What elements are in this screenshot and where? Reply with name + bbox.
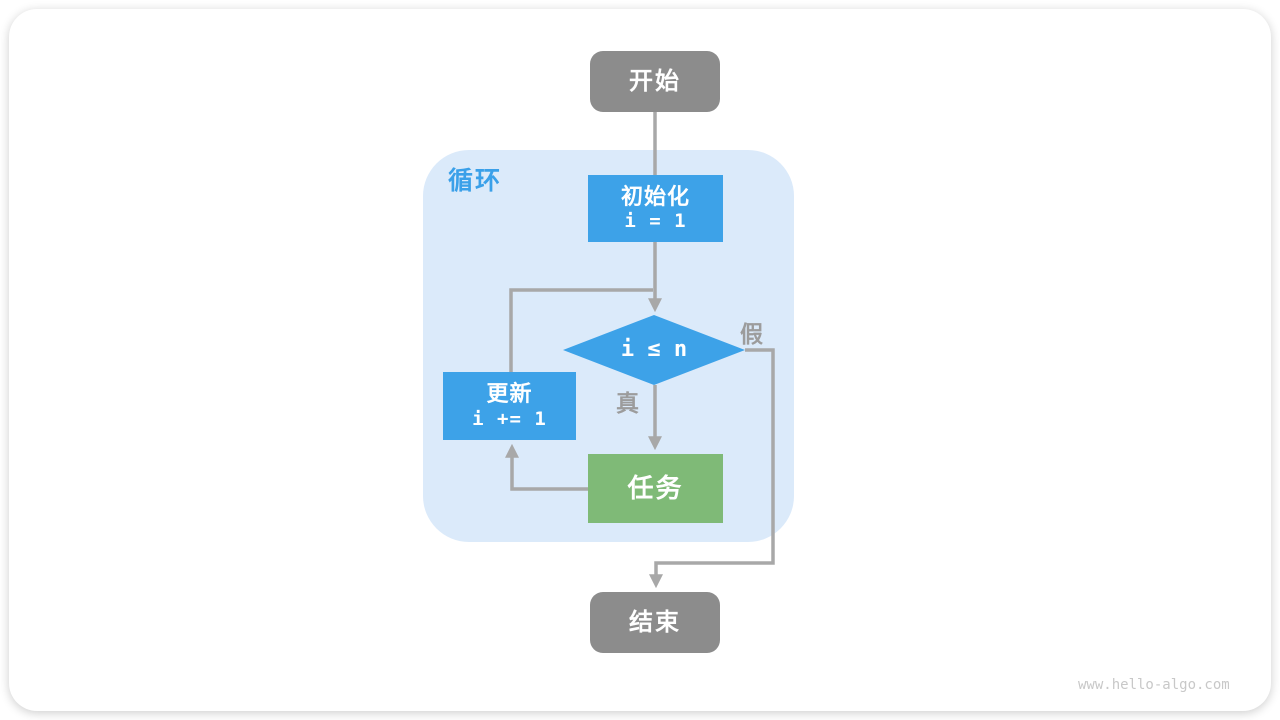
node-start-label: 开始: [629, 67, 681, 95]
loop-container-label: 循环: [448, 167, 503, 195]
node-task-label: 任务: [627, 473, 684, 504]
node-update: 更新 i += 1: [443, 372, 576, 440]
edge-label-false: 假: [740, 321, 763, 347]
node-update-code: i += 1: [472, 407, 547, 430]
watermark-url: www.hello-algo.com: [1078, 677, 1230, 693]
node-end-label: 结束: [629, 608, 681, 636]
node-initialize-code: i = 1: [624, 210, 687, 233]
node-start: 开始: [590, 51, 720, 112]
edge-label-true: 真: [616, 390, 639, 416]
node-update-label: 更新: [486, 381, 533, 407]
node-initialize-label: 初始化: [620, 183, 690, 209]
node-task: 任务: [588, 454, 723, 523]
node-condition-label: i ≤ n: [620, 337, 688, 363]
node-initialize: 初始化 i = 1: [588, 175, 723, 242]
node-end: 结束: [590, 592, 720, 653]
